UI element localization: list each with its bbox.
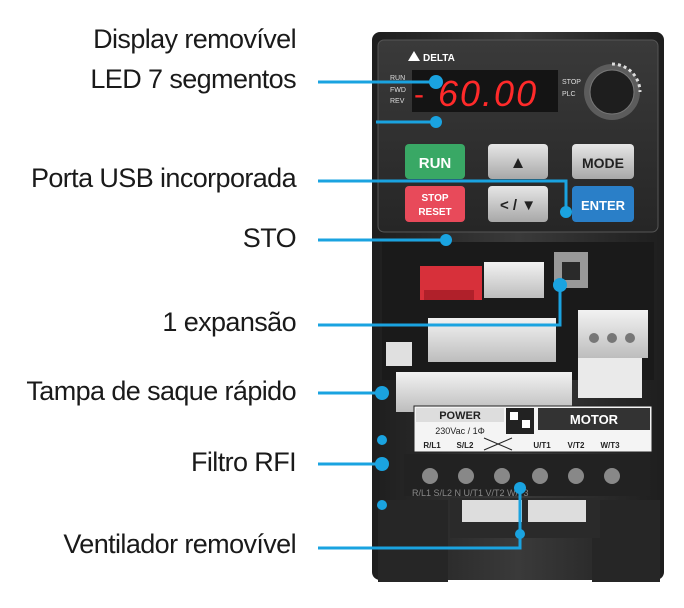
indicator-stop: STOP — [562, 79, 581, 86]
bottom-terminal-labels: R/L1 S/L2 N U/T1 V/T2 W/T3 — [412, 488, 529, 498]
enter-button-label: ENTER — [581, 198, 626, 213]
up-arrow-icon: ▲ — [510, 153, 527, 172]
run-button — [405, 144, 465, 179]
callout-porta-usb: Porta USB incorporada — [30, 163, 297, 193]
main-terminal-strip — [396, 372, 572, 412]
device-foot-right — [592, 500, 660, 582]
callout-display-removivel: Display removível — [93, 24, 296, 54]
svg-text:W/T3: W/T3 — [600, 441, 620, 450]
up-button — [488, 144, 548, 179]
left-down-button — [488, 186, 548, 222]
indicator-rev: REV — [390, 98, 405, 105]
cover-flap — [578, 358, 642, 398]
callout-expansao: 1 expansão — [162, 307, 296, 337]
mode-button — [572, 144, 634, 179]
svg-text:V/T2: V/T2 — [568, 441, 585, 450]
brand-text: DELTA — [423, 53, 455, 64]
svg-text:R/L1: R/L1 — [423, 441, 441, 450]
callout-led-7-segmentos: LED 7 segmentos — [90, 64, 296, 94]
mode-button-label: MODE — [582, 155, 624, 171]
delta-logo: DELTA — [408, 51, 455, 64]
svg-text:U/T1: U/T1 — [533, 441, 551, 450]
power-spec: 230Vac / 1Φ — [435, 426, 485, 436]
svg-text:S/L2: S/L2 — [457, 441, 474, 450]
callout-sto: STO — [242, 223, 297, 253]
left-down-icon: < / ▼ — [500, 197, 536, 214]
run-button-label: RUN — [419, 155, 452, 172]
quick-release-tab — [386, 342, 412, 366]
stop-button-label: STOP — [421, 193, 448, 204]
indicator-plc: PLC — [562, 91, 576, 98]
callout-tampa: Tampa de saque rápido — [26, 376, 296, 406]
potentiometer-knob-icon — [584, 62, 642, 120]
callout-filtro-rfi: Filtro RFI — [191, 447, 297, 477]
indicator-run: RUN — [390, 75, 405, 82]
motor-label-bg — [538, 408, 650, 430]
power-label: POWER — [439, 410, 481, 422]
relay-terminal-block — [484, 262, 544, 298]
led-sign: - — [414, 78, 424, 111]
reset-button-label: RESET — [418, 207, 451, 218]
callout-ventilador: Ventilador removível — [63, 529, 296, 559]
callout-dots — [375, 75, 572, 539]
enter-button — [572, 186, 634, 222]
terminal-names: R/L1 S/L2 U/T1 V/T2 W/T3 — [423, 437, 620, 451]
callout-lines — [318, 80, 568, 550]
led-value: 60.00 — [438, 73, 538, 114]
motor-label: MOTOR — [570, 412, 619, 427]
indicator-fwd: FWD — [390, 87, 406, 94]
stop-reset-button — [405, 186, 465, 222]
sto-connector — [420, 266, 482, 300]
device-foot-left — [378, 500, 448, 582]
